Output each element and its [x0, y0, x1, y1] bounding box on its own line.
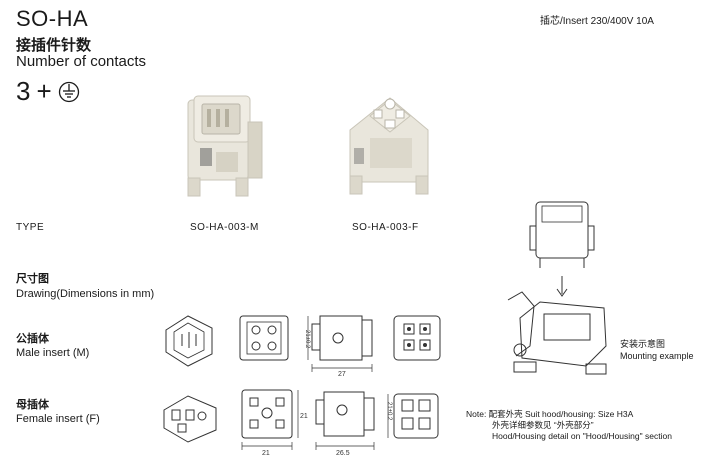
female-front-drawing: 21 21 [241, 389, 308, 457]
female-dim-width-a: 21 [262, 450, 270, 457]
female-iso-drawing [163, 395, 217, 443]
male-insert-label-cn: 公插体 [16, 333, 49, 345]
mounting-label: 安装示意图 Mounting example [620, 338, 694, 362]
female-rear-drawing: 21±0.2 [386, 393, 439, 439]
page-title: SO-HA [16, 6, 89, 31]
male-side-drawing: 27 21±0.2 [304, 315, 373, 378]
male-front-drawing [239, 315, 289, 361]
mounting-example-drawing [507, 201, 607, 375]
male-dim-width: 27 [338, 371, 346, 378]
female-part-number: SO-HA-003-F [352, 222, 419, 233]
female-side-drawing: 26.5 [315, 391, 375, 457]
female-dim-height: 21 [300, 413, 308, 420]
female-dim-height-b: 21±0.2 [386, 402, 392, 421]
note-line-3: Hood/Housing detail on "Hood/Housing" se… [492, 431, 672, 441]
plus-sign: + [36, 76, 52, 106]
female-dim-width-b: 26.5 [336, 450, 350, 457]
contacts-number: 3 [16, 76, 31, 106]
contacts-count: 3 + [16, 76, 80, 107]
female-insert-photo [349, 97, 429, 195]
type-label: TYPE [16, 222, 45, 233]
note-line-2: 外壳详细参数见 “外壳部分” [492, 420, 594, 430]
arrow-down-icon [556, 276, 568, 297]
insert-spec: 插芯/Insert 230/400V 10A [540, 16, 654, 27]
note-line-1: Note: 配套外壳 Suit hood/housing: Size H3A [466, 409, 634, 419]
drawing-label-cn: 尺寸图 [16, 273, 49, 285]
male-insert-label-en: Male insert (M) [16, 347, 90, 359]
male-rear-drawing [393, 315, 441, 361]
drawing-label-en: Drawing(Dimensions in mm) [16, 288, 155, 300]
male-part-number: SO-HA-003-M [190, 222, 259, 233]
mounting-label-cn: 安装示意图 [620, 339, 666, 349]
ground-icon [58, 81, 79, 102]
male-iso-drawing [165, 315, 213, 367]
male-insert-photo [187, 95, 263, 197]
contacts-title-cn: 接插件针数 [16, 37, 92, 54]
contacts-title-en: Number of contacts [16, 53, 147, 70]
male-dim-height: 21±0.2 [304, 330, 310, 349]
female-insert-label-en: Female insert (F) [16, 413, 100, 425]
housing-note: Note: 配套外壳 Suit hood/housing: Size H3A 外… [466, 409, 672, 442]
female-insert-label-cn: 母插体 [16, 399, 49, 411]
mounting-label-en: Mounting example [620, 351, 694, 361]
